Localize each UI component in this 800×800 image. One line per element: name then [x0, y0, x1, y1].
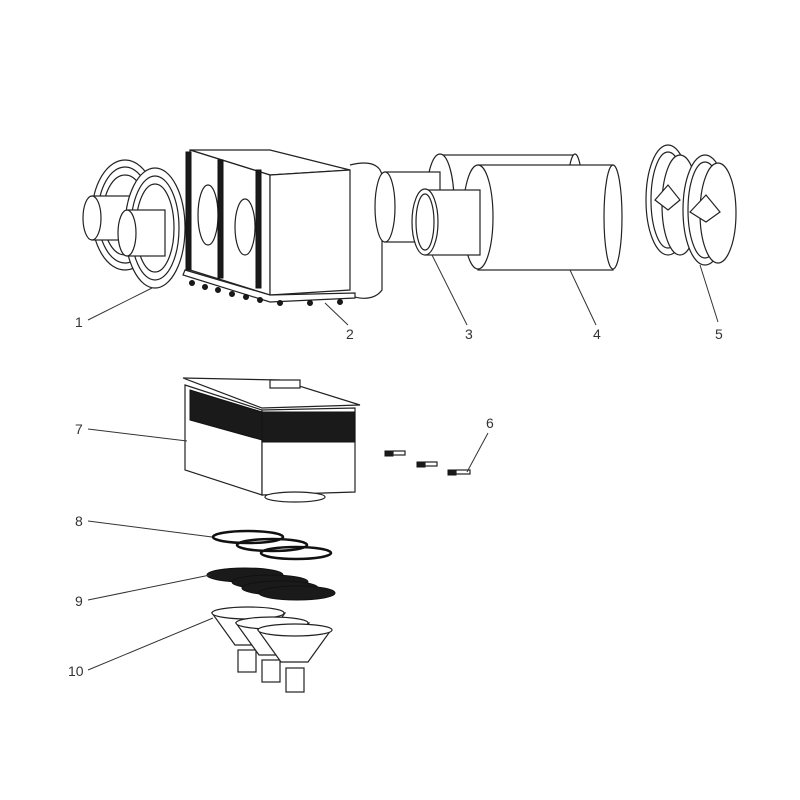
- callout-1: 1: [75, 314, 83, 330]
- callout-2: 2: [346, 326, 354, 342]
- callout-3: 3: [465, 326, 473, 342]
- callout-8: 8: [75, 513, 83, 529]
- callout-6: 6: [486, 415, 494, 431]
- part-5-end-caps: [645, 144, 737, 266]
- part-7-lower-housing: [182, 377, 361, 503]
- part-6-bolts: [384, 450, 471, 476]
- part-1-inlet-adapters: [82, 159, 186, 289]
- part-3-4-filters: [374, 153, 623, 271]
- part-8-o-rings: [211, 529, 333, 561]
- callout-7: 7: [75, 421, 83, 437]
- leader-lines: [87, 254, 719, 671]
- part-2-housing: [182, 149, 383, 306]
- callout-9: 9: [75, 593, 83, 609]
- callout-10: 10: [68, 663, 84, 679]
- part-10-dust-bowls: [210, 606, 333, 693]
- callout-4: 4: [593, 326, 601, 342]
- callout-5: 5: [715, 326, 723, 342]
- part-9-gaskets: [206, 567, 336, 601]
- callout-labels: 1 2 3 4 5 6 7 8 9 10: [68, 314, 723, 679]
